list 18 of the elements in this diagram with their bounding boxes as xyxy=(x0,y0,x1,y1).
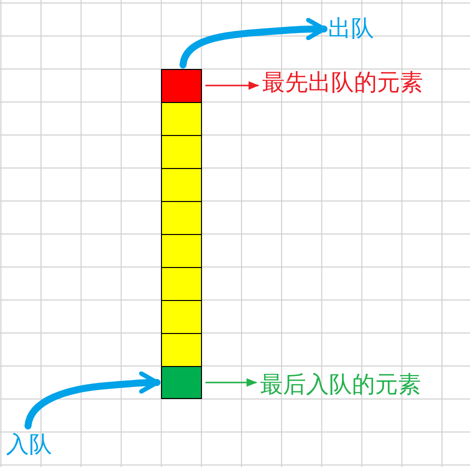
queue-cell xyxy=(161,135,202,169)
queue-cell xyxy=(161,234,202,268)
queue-cell xyxy=(161,366,202,399)
arrow xyxy=(205,81,260,90)
queue-cell xyxy=(161,333,202,367)
queue-cell xyxy=(161,168,202,202)
queue-cell xyxy=(161,69,202,103)
queue-cell xyxy=(161,102,202,136)
arrow xyxy=(24,371,160,430)
arrow xyxy=(205,378,258,387)
queue-cell xyxy=(161,300,202,334)
dequeue-label: 出队 xyxy=(328,14,384,44)
queue-cell xyxy=(161,201,202,235)
enqueue-label: 入队 xyxy=(6,430,64,460)
first-out-label: 最先出队的元素 xyxy=(262,68,452,98)
queue-cell xyxy=(161,267,202,301)
last-in-label: 最后入队的元素 xyxy=(260,370,450,400)
arrow xyxy=(180,18,328,68)
